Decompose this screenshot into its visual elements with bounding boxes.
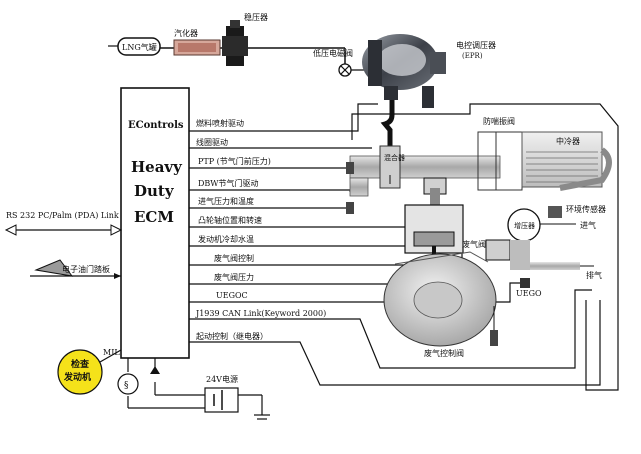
ecm-ecm: ECM [134, 208, 174, 226]
engine-outline [351, 103, 619, 391]
intake-air-label: 进气 [580, 220, 596, 230]
mil-label: MIL [103, 348, 120, 357]
wastegate-label: 废气阀 [462, 239, 486, 249]
label-coil: 线圈驱动 [196, 137, 228, 147]
check-engine-label-1: 检查 [71, 358, 90, 370]
vaporizer: 汽化器 [173, 28, 221, 56]
vaporizer-label: 汽化器 [174, 28, 198, 38]
low-pressure-valve: 低压电磁阀 [313, 48, 368, 77]
svg-text:§: § [124, 381, 129, 391]
battery-label: 24V电源 [206, 374, 238, 384]
anti-surge-valve: 防喘振阀 [477, 116, 523, 191]
label-dbw: DBW节气门驱动 [198, 178, 259, 188]
epr-label-2: (EPR) [462, 52, 483, 60]
power-arrow [150, 366, 160, 374]
ecm-heavy: Heavy [131, 158, 183, 176]
signal-labels: 燃料喷射驱动 线圈驱动 PTP (节气门前压力) DBW节气门驱动 进气压力和温… [195, 118, 326, 341]
uego-sensor: UEGO [516, 278, 542, 298]
label-uegoc: UEGOC [216, 291, 248, 300]
wastegate: 废气阀 [462, 239, 511, 261]
sensor-ptp [346, 162, 354, 174]
throttle-body [423, 177, 447, 208]
anti-surge-label: 防喘振阀 [483, 116, 515, 126]
turbo-label: 增压器 [514, 221, 535, 230]
intercooler-label: 中冷器 [556, 136, 580, 146]
key-switch: § [117, 373, 139, 395]
electronic-pressure-regulator: 电控调压器 (EPR) [362, 34, 496, 108]
wastegate-control-valve: 废气控制阀 [424, 306, 498, 358]
fuel-hose [380, 100, 395, 152]
ecm-duty: Duty [134, 182, 175, 200]
ecm-box: EControls Heavy Duty ECM [120, 87, 190, 359]
accelerator-pedal: 电子油门踏板 [30, 259, 121, 279]
ambient-sensor-label: 环境传感器 [566, 204, 606, 214]
exhaust-label: 排气 [586, 270, 602, 280]
ambient-sensor: 环境传感器 进气 [540, 204, 606, 230]
intercooler: 中冷器 [521, 131, 612, 191]
mixer-label: 混合器 [384, 153, 405, 162]
rs232-link: RS 232 PC/Palm (PDA) Link [4, 211, 123, 236]
low-pressure-valve-label: 低压电磁阀 [313, 48, 353, 58]
engine-block [383, 204, 497, 347]
label-intake: 进气压力和温度 [198, 196, 254, 206]
epr-label-1: 电控调压器 [456, 40, 496, 50]
ecm-econtrols: EControls [128, 120, 184, 131]
label-start: 起动控制（继电器） [196, 331, 268, 341]
stabilizer: 稳压器 [222, 12, 268, 66]
label-coolant: 发动机冷却水温 [198, 234, 254, 244]
label-ptp: PTP (节气门前压力) [198, 156, 271, 166]
check-engine-label-2: 发动机 [63, 371, 91, 383]
lng-tank: LNG气罐 [108, 37, 161, 56]
stabilizer-label: 稳压器 [244, 12, 268, 22]
turbocharger: 增压器 [507, 208, 580, 270]
uego-label: UEGO [516, 289, 542, 298]
intake-manifold: 混合器 [349, 145, 501, 197]
label-j1939: J1939 CAN Link(Keyword 2000) [195, 309, 326, 318]
power-circuit [127, 358, 270, 420]
rs232-label: RS 232 PC/Palm (PDA) Link [6, 211, 119, 220]
battery: 24V电源 [204, 374, 239, 413]
label-cam: 凸轮轴位置和转速 [198, 215, 262, 225]
check-engine-lamp: 检查 发动机 MIL [57, 348, 122, 395]
lng-tank-label: LNG气罐 [122, 42, 157, 52]
label-fuel-injector: 燃料喷射驱动 [196, 118, 244, 128]
label-egr-pressure: 废气阀压力 [214, 272, 254, 282]
pedal-label: 电子油门踏板 [62, 264, 110, 274]
sensor-intake [346, 202, 354, 214]
label-egr-valve: 废气阀控制 [214, 253, 254, 263]
wastegate-control-label: 废气控制阀 [424, 348, 464, 358]
exhaust: 排气 [580, 265, 602, 280]
